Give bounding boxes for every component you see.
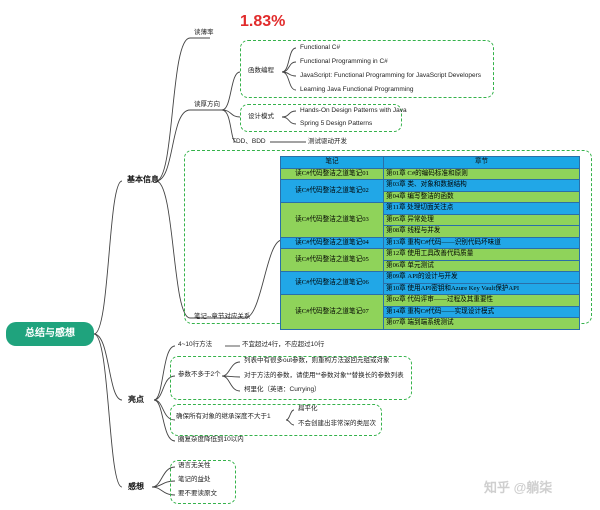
functional-label: 函数编程 bbox=[248, 67, 274, 74]
chapter-cell: 第03章 类、对象和数据结构 bbox=[383, 179, 580, 192]
functional-item: Learning Java Functional Programming bbox=[300, 86, 414, 93]
inherit-label: 确保所有对象的继承深度不大于1 bbox=[176, 413, 271, 420]
note-cell: 读C#代码整洁之道笔记02 bbox=[280, 179, 384, 203]
direction-label: 读厚方向 bbox=[194, 101, 220, 108]
watermark: 知乎 @躺柒 bbox=[484, 480, 553, 495]
read-rate-value: 1.83% bbox=[240, 13, 286, 30]
note-cell: 读C#代码整洁之道笔记01 bbox=[280, 167, 384, 180]
thoughts-item: 笔记的益处 bbox=[178, 476, 211, 483]
chapter-cell: 第08章 线程与并发 bbox=[383, 225, 580, 238]
chapter-cell: 第10章 使用API密钥和Azure Key Vault保护API bbox=[383, 282, 580, 295]
notes-label: 笔记--章节对应关系 bbox=[194, 313, 251, 320]
note-cell: 读C#代码整洁之道笔记07 bbox=[280, 294, 384, 330]
params-item: 列表中有很多out参数，则重构方法返回元组或对象 bbox=[244, 357, 390, 364]
table-header-row: 笔记 章节 bbox=[280, 156, 580, 169]
tdd-label: TDD、BDD bbox=[232, 138, 266, 145]
table-row: 第05章 异常处理 bbox=[281, 213, 580, 226]
functional-item: JavaScript: Functional Programming for J… bbox=[300, 72, 481, 79]
inherit-item: 扁平化 bbox=[298, 405, 318, 412]
note-cell: 读C#代码整洁之道笔记06 bbox=[280, 271, 384, 295]
params-item: 柯里化（英语：Currying） bbox=[244, 386, 321, 393]
lines-label: 4~10行方法 bbox=[178, 341, 213, 348]
functional-item: Functional C# bbox=[300, 44, 341, 51]
inherit-group-frame bbox=[170, 404, 382, 436]
table-row: 第04章 编写整洁的函数 bbox=[281, 190, 580, 203]
basic-info-node[interactable]: 基本信息 bbox=[127, 175, 159, 184]
lines-value: 不宜超过4行，不应超过10行 bbox=[242, 341, 325, 348]
chapter-cell: 第11章 处理切面关注点 bbox=[383, 202, 580, 215]
inherit-item: 不会创建出非常深的类层次 bbox=[298, 420, 376, 427]
root-node[interactable]: 总结与感想 bbox=[6, 322, 94, 346]
params-item: 对于方法的参数，请使用**参数对象**替换长的参数列表 bbox=[244, 372, 404, 379]
chapter-cell: 第14章 重构C#代码——实现设计模式 bbox=[383, 305, 580, 318]
chapter-cell: 第02章 代码评审——过程及其重要性 bbox=[383, 294, 580, 307]
highlights-node[interactable]: 亮点 bbox=[128, 395, 144, 404]
thoughts-item: 语言无关性 bbox=[178, 462, 211, 469]
design-item: Spring 5 Design Patterns bbox=[300, 120, 373, 127]
chapter-cell: 第12章 使用工具改善代码质量 bbox=[383, 248, 580, 261]
chapter-cell: 第01章 C#的编码标准和原则 bbox=[383, 167, 580, 180]
thoughts-node[interactable]: 感想 bbox=[128, 482, 144, 491]
note-cell: 读C#代码整洁之道笔记05 bbox=[280, 248, 384, 272]
thoughts-item: 要不要读原文 bbox=[178, 490, 217, 497]
params-label: 参数不多于2个 bbox=[178, 371, 221, 378]
params-group-frame bbox=[170, 356, 412, 400]
note-cell: 读C#代码整洁之道笔记03 bbox=[280, 202, 384, 238]
chapter-cell: 第07章 端到端系统测试 bbox=[383, 317, 580, 330]
table-row: 第08章 线程与并发 bbox=[281, 225, 580, 238]
complexity-item: 圈复杂度降低到10以内 bbox=[178, 436, 244, 443]
functional-item: Functional Programming in C# bbox=[300, 58, 388, 65]
chapter-cell: 第04章 编写整洁的函数 bbox=[383, 190, 580, 203]
thoughts-group-frame bbox=[170, 460, 236, 504]
table-header-cell: 章节 bbox=[383, 156, 580, 169]
table-row: 第06章 单元测试 bbox=[281, 259, 580, 272]
chapter-cell: 第13章 重构C#代码——识别代码坏味道 bbox=[383, 236, 580, 249]
tdd-value: 测试驱动开发 bbox=[308, 138, 347, 145]
table-row: 第07章 端到端系统测试 bbox=[281, 317, 580, 330]
functional-group-frame bbox=[240, 40, 494, 98]
chapter-cell: 第05章 异常处理 bbox=[383, 213, 580, 226]
design-label: 设计模式 bbox=[248, 113, 274, 120]
design-group-frame bbox=[240, 104, 402, 132]
note-cell: 读C#代码整洁之道笔记04 bbox=[280, 236, 384, 249]
chapter-cell: 第09章 API的设计与开发 bbox=[383, 271, 580, 284]
table-header-cell: 笔记 bbox=[280, 156, 384, 169]
chapter-cell: 第06章 单元测试 bbox=[383, 259, 580, 272]
design-item: Hands-On Design Patterns with Java bbox=[300, 107, 407, 114]
read-rate-label: 读薄率 bbox=[194, 29, 214, 36]
